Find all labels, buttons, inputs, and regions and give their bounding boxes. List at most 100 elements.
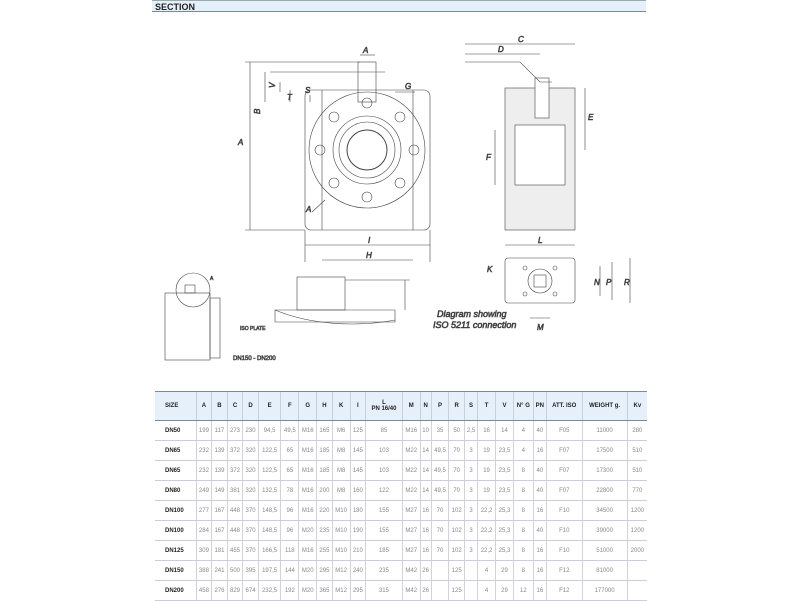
table-cell: 149 [211, 480, 228, 501]
table-cell: 145 [349, 440, 366, 461]
column-header-label: H [322, 403, 327, 409]
table-cell: 372 [226, 440, 243, 461]
column-header-label: B [217, 403, 222, 409]
table-cell: 197,5 [257, 560, 281, 581]
table-cell: M16 [298, 460, 317, 481]
table-cell: 70 [430, 520, 449, 541]
table-cell: F10 [545, 540, 583, 561]
table-cell: 181 [211, 540, 228, 561]
dim-label-I: I [368, 236, 371, 245]
table-cell: 40 [532, 520, 547, 541]
column-header: N° G [512, 391, 534, 421]
column-header-label: V [502, 403, 507, 409]
table-cell: 3 [463, 460, 478, 481]
table-cell: 23,5 [495, 460, 514, 481]
size-cell: DN65 [155, 460, 197, 481]
dim-label-L: L [538, 236, 542, 245]
table-cell: 65 [280, 440, 299, 461]
column-header-label: P [437, 403, 442, 409]
table-cell: 49,5 [430, 480, 449, 501]
diagram-caption-2: ISO 5211 connection [433, 320, 516, 330]
table-cell: 29 [495, 560, 514, 581]
column-header: E [257, 391, 281, 421]
table-cell: 770 [626, 480, 647, 501]
table-cell: 276 [211, 580, 228, 601]
table-cell: M16 [401, 420, 421, 441]
table-cell: 16 [477, 420, 496, 441]
table-cell: 8 [512, 560, 534, 581]
dim-label-N: N [594, 278, 600, 287]
table-cell: 232 [195, 460, 212, 481]
column-header-label: SIZE [165, 403, 179, 409]
dim-label-F: F [486, 153, 492, 162]
table-cell: 49,5 [430, 440, 449, 461]
table-cell: 22,2 [477, 540, 496, 561]
table-cell: 2,5 [463, 420, 478, 441]
column-header-label: PN [535, 403, 545, 409]
table-cell: 4 [512, 420, 534, 441]
column-header: M [401, 391, 421, 421]
table-cell: 235 [316, 520, 333, 541]
table-cell: 199 [195, 420, 212, 441]
table-cell: 8 [512, 520, 534, 541]
column-header: I [349, 391, 366, 421]
table-cell: 132,5 [257, 480, 281, 501]
table-cell: 309 [195, 540, 212, 561]
table-cell: M20 [298, 520, 317, 541]
table-cell: 381 [226, 480, 243, 501]
table-cell: 49,5 [430, 460, 449, 481]
column-header: SIZE [155, 391, 197, 421]
table-cell: 16 [419, 540, 432, 561]
table-cell: 1200 [626, 500, 647, 521]
table-cell: 103 [365, 440, 403, 461]
size-cell: DN65 [155, 440, 197, 461]
column-header: D [242, 391, 259, 421]
table-cell: 315 [365, 580, 403, 601]
table-cell: F10 [545, 520, 583, 541]
column-header-label: F [288, 403, 292, 409]
table-cell: 96 [280, 520, 299, 541]
table-cell: M16 [298, 500, 317, 521]
table-cell: 8 [512, 540, 534, 561]
table-cell: 40 [532, 420, 547, 441]
table-cell: 674 [242, 580, 259, 601]
table-cell: 160 [349, 480, 366, 501]
column-header: G [298, 391, 317, 421]
dim-label-B: B [253, 108, 262, 114]
table-cell: M22 [401, 460, 421, 481]
table-cell: 295 [316, 560, 333, 581]
table-cell: 11000 [581, 420, 628, 441]
table-cell: 49,5 [280, 420, 299, 441]
table-cell: 177000 [581, 580, 628, 601]
table-cell: 35 [430, 420, 449, 441]
table-cell [626, 560, 647, 581]
size-cell: DN80 [155, 480, 197, 501]
bottom-view: K N P R M Diagram showing ISO 5211 conne… [433, 257, 631, 332]
table-cell: 29 [495, 580, 514, 601]
table-cell: F07 [545, 460, 583, 481]
table-cell: 122,5 [257, 460, 281, 481]
table-cell: 3 [463, 480, 478, 501]
detail-caption: DN150 - DN200 [233, 356, 276, 362]
table-cell: 8 [512, 480, 534, 501]
table-cell: 1200 [626, 520, 647, 541]
table-cell: 232 [195, 440, 212, 461]
table-cell: 829 [226, 580, 243, 601]
table-cell: M16 [298, 540, 317, 561]
size-cell: DN50 [155, 420, 197, 441]
column-header-label: ATT. ISO [552, 403, 577, 409]
table-cell: M20 [298, 560, 317, 581]
column-header-label: I [356, 403, 359, 409]
column-header: H [316, 391, 333, 421]
table-cell: 125 [448, 580, 465, 601]
size-cell: DN100 [155, 520, 197, 541]
dim-label-C: C [518, 35, 524, 44]
column-header: S [463, 391, 478, 421]
table-cell: M6 [331, 420, 351, 441]
column-header-label: S [469, 403, 474, 409]
table-cell: M22 [401, 480, 421, 501]
table-cell: 2000 [626, 540, 647, 561]
